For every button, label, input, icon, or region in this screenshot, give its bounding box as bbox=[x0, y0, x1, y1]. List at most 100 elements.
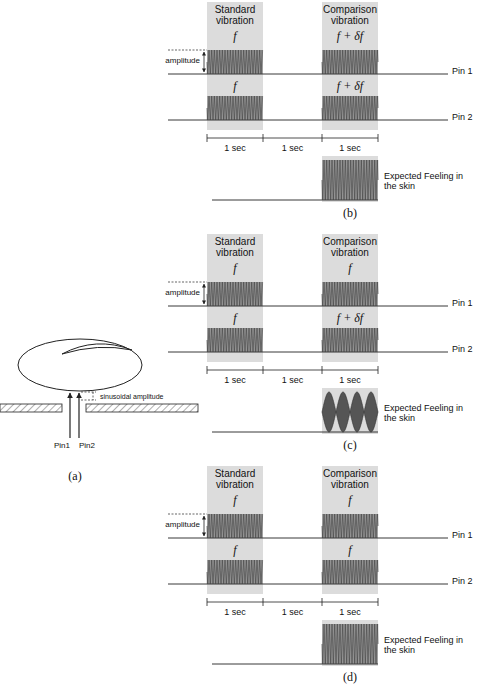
vibration-band: Standard vibration f f bbox=[207, 2, 263, 130]
frequency-label: f bbox=[322, 494, 378, 507]
expected-band-fill bbox=[322, 388, 378, 434]
plate-right bbox=[86, 404, 198, 412]
vibration-wave bbox=[322, 96, 378, 120]
panel-label: (b) bbox=[335, 207, 365, 220]
vibration-wave bbox=[207, 96, 263, 120]
amplitude-label: amplitude bbox=[160, 57, 200, 66]
panel-label: (a) bbox=[60, 470, 90, 483]
expected-band-fill bbox=[322, 620, 378, 666]
pin-baseline bbox=[168, 584, 448, 585]
panel-label: (c) bbox=[335, 439, 365, 452]
amplitude-dash bbox=[81, 392, 96, 393]
duration-label: 1 sec bbox=[325, 608, 375, 618]
feeling-label: Expected Feeling in the skin bbox=[384, 636, 466, 656]
vibration-wave bbox=[207, 560, 263, 584]
vibration-band-fill bbox=[207, 234, 263, 362]
fingertip bbox=[18, 339, 142, 391]
frequency-label: f bbox=[207, 494, 263, 507]
beat-envelope bbox=[322, 392, 378, 432]
amplitude-dash bbox=[168, 514, 207, 515]
pin-label: Pin 2 bbox=[452, 577, 486, 587]
time-tick bbox=[378, 598, 379, 606]
band-heading: Comparison vibration bbox=[322, 236, 378, 258]
frequency-label: f bbox=[207, 30, 263, 43]
time-tick bbox=[207, 598, 208, 606]
feeling-label: Expected Feeling in the skin bbox=[384, 404, 466, 424]
time-tick bbox=[207, 134, 208, 142]
time-tick bbox=[378, 366, 379, 374]
amplitude-label: sinusoidal amplitude bbox=[100, 393, 180, 401]
vibration-wave bbox=[207, 328, 263, 352]
pin-label: Pin 1 bbox=[452, 299, 486, 309]
time-tick bbox=[263, 134, 264, 142]
amplitude-dash bbox=[168, 50, 207, 51]
amplitude-label: amplitude bbox=[160, 289, 200, 298]
pin-1 bbox=[69, 393, 70, 438]
band-heading: Standard vibration bbox=[207, 4, 263, 26]
time-tick bbox=[322, 134, 323, 142]
amplitude-dash bbox=[93, 392, 94, 400]
frequency-label: f + δf bbox=[322, 30, 378, 43]
vibration-band: Comparison vibration f f + δf bbox=[322, 234, 378, 362]
frequency-label: f bbox=[207, 544, 263, 557]
time-bracket bbox=[207, 370, 378, 371]
duration-label: 1 sec bbox=[268, 144, 318, 154]
vibration-wave bbox=[322, 514, 378, 538]
pin-baseline bbox=[168, 74, 448, 75]
vibration-band: Comparison vibration f f bbox=[322, 466, 378, 594]
expected-wave bbox=[322, 160, 378, 200]
frequency-label: f + δf bbox=[322, 312, 378, 325]
expected-baseline bbox=[212, 432, 378, 433]
finger-illustration bbox=[0, 339, 198, 438]
pin-baseline bbox=[168, 306, 448, 307]
vibration-wave bbox=[207, 514, 263, 538]
expected-wave bbox=[322, 624, 378, 664]
frequency-label: f bbox=[322, 544, 378, 557]
vibration-band: Comparison vibrationf + δff + δf bbox=[322, 2, 378, 130]
time-tick bbox=[263, 598, 264, 606]
band-heading: Comparison vibration bbox=[322, 468, 378, 490]
frequency-label: f + δf bbox=[322, 80, 378, 93]
pin-baseline bbox=[168, 352, 448, 353]
duration-label: 1 sec bbox=[210, 608, 260, 618]
amplitude-dash bbox=[168, 282, 207, 283]
pin-label: Pin1 bbox=[50, 442, 74, 451]
frequency-label: f bbox=[207, 312, 263, 325]
pin-baseline bbox=[168, 538, 448, 539]
vibration-band-fill bbox=[322, 234, 378, 362]
time-tick bbox=[322, 598, 323, 606]
feeling-label: Expected Feeling in the skin bbox=[384, 172, 466, 192]
amplitude-label: amplitude bbox=[160, 521, 200, 530]
duration-label: 1 sec bbox=[325, 144, 375, 154]
vibration-band-fill bbox=[322, 2, 378, 130]
frequency-label: f bbox=[322, 262, 378, 275]
amplitude-arrow bbox=[204, 284, 205, 304]
duration-label: 1 sec bbox=[268, 376, 318, 386]
pin-label: Pin 2 bbox=[452, 113, 486, 123]
vibration-band: Standard vibrationff bbox=[207, 234, 263, 362]
pin-2 bbox=[78, 393, 79, 438]
vibration-band-fill bbox=[207, 466, 263, 594]
time-tick bbox=[207, 366, 208, 374]
time-bracket bbox=[207, 138, 378, 139]
vibration-wave bbox=[322, 328, 378, 352]
vibration-wave bbox=[322, 560, 378, 584]
duration-label: 1 sec bbox=[210, 144, 260, 154]
vibration-wave bbox=[322, 282, 378, 306]
pin-label: Pin 2 bbox=[452, 345, 486, 355]
plate-left bbox=[0, 404, 62, 412]
frequency-label: f bbox=[207, 262, 263, 275]
amplitude-arrow bbox=[204, 52, 205, 72]
duration-label: 1 sec bbox=[210, 376, 260, 386]
vibration-wave bbox=[207, 50, 263, 74]
time-tick bbox=[378, 134, 379, 142]
band-heading: Standard vibration bbox=[207, 468, 263, 490]
amplitude-dash bbox=[81, 400, 96, 401]
time-bracket bbox=[207, 602, 378, 603]
pin-label: Pin 1 bbox=[452, 67, 486, 77]
duration-label: 1 sec bbox=[325, 376, 375, 386]
panel-label: (d) bbox=[335, 671, 365, 684]
frequency-label: f bbox=[207, 80, 263, 93]
vibration-band: Standard vibration f f bbox=[207, 466, 263, 594]
